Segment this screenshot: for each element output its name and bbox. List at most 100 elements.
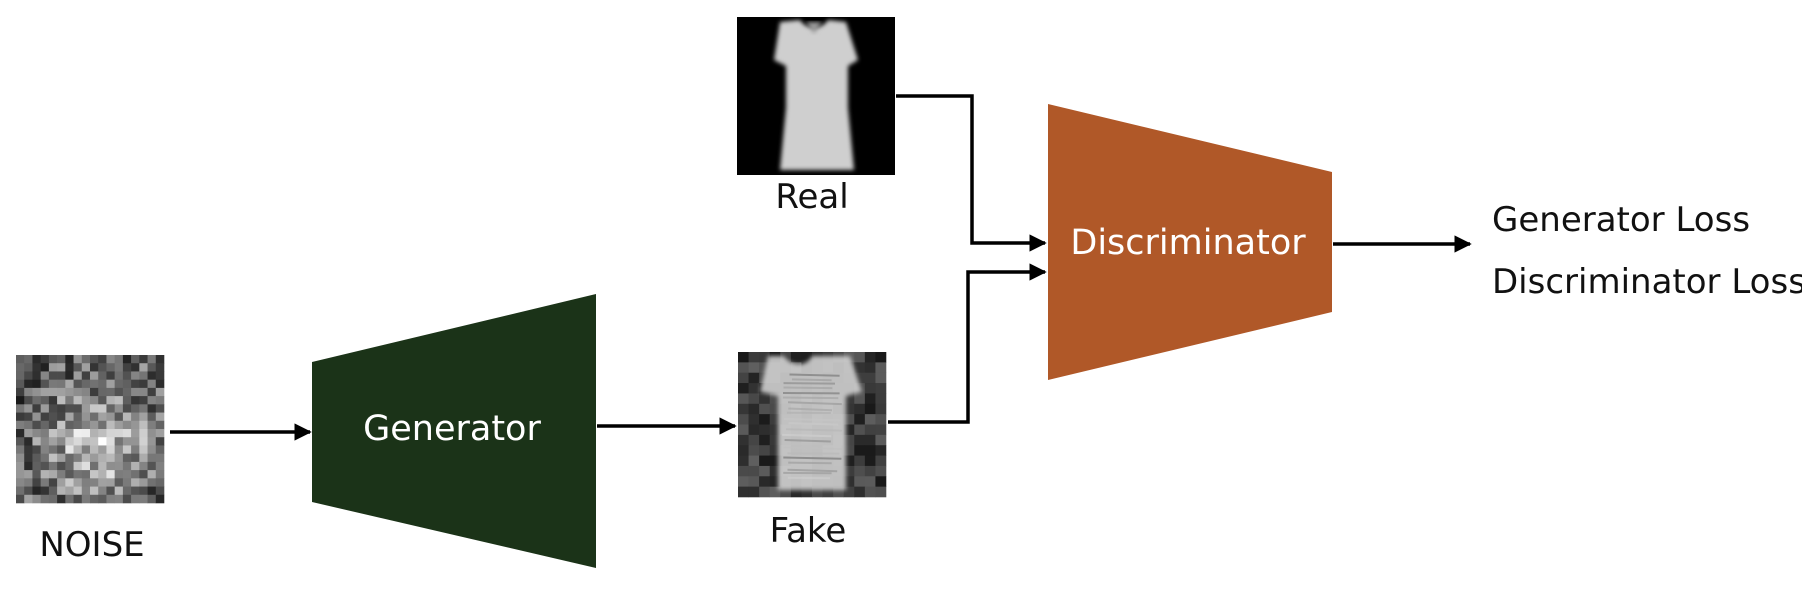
noise-pixel: [57, 388, 66, 397]
fake-pixel: [865, 393, 876, 404]
noise-pixel: [74, 404, 83, 413]
noise-pixel: [74, 462, 83, 471]
noise-pixel: [98, 487, 107, 496]
noise-pixel: [24, 454, 33, 463]
noise-pixel: [98, 470, 107, 479]
fake-pixel: [749, 404, 760, 415]
noise-pixel: [90, 495, 99, 504]
fake-pixel: [749, 393, 760, 404]
noise-pixel: [139, 445, 148, 454]
noise-pixel: [41, 421, 50, 430]
noise-pixel: [148, 363, 157, 372]
fake-pixel: [865, 435, 876, 446]
noise-pixel: [156, 421, 165, 430]
noise-pixel: [24, 421, 33, 430]
fake-pixel: [875, 362, 886, 373]
noise-pixel: [49, 445, 58, 454]
noise-pixel: [131, 437, 140, 446]
fake-pixel: [738, 404, 749, 415]
fake-pixel: [738, 373, 749, 384]
noise-pixel: [57, 363, 66, 372]
noise-pixel: [57, 429, 66, 438]
noise-pixel: [41, 355, 50, 364]
noise-pixel: [115, 363, 124, 372]
noise-pixel: [156, 380, 165, 389]
fake-streak: [792, 379, 832, 380]
fake-pixel: [865, 352, 876, 363]
noise-pixel: [41, 371, 50, 380]
noise-pixel: [115, 478, 124, 487]
noise-pixel: [82, 404, 91, 413]
noise-pixel: [131, 445, 140, 454]
noise-pixel: [156, 396, 165, 405]
noise-pixel: [131, 380, 140, 389]
noise-pixel: [115, 421, 124, 430]
fake-pixel: [854, 466, 865, 477]
noise-pixel: [57, 371, 66, 380]
noise-pixel: [115, 355, 124, 364]
noise-pixel: [49, 454, 58, 463]
noise-pixel: [123, 495, 132, 504]
noise-pixel: [57, 437, 66, 446]
noise-pixel: [98, 380, 107, 389]
noise-pixel: [156, 404, 165, 413]
noise-pixel: [139, 371, 148, 380]
noise-pixel: [74, 371, 83, 380]
noise-pixel: [115, 404, 124, 413]
noise-pixel: [57, 413, 66, 422]
noise-pixel: [32, 462, 41, 471]
noise-pixel: [24, 437, 33, 446]
noise-pixel: [24, 371, 33, 380]
fake-streak: [784, 419, 841, 420]
fake-pixel: [865, 476, 876, 487]
fake-pixel: [865, 414, 876, 425]
fake-pixel: [875, 373, 886, 384]
noise-pixel: [82, 454, 91, 463]
fake-pixel: [854, 352, 865, 363]
noise-pixel: [82, 462, 91, 471]
noise-pixel: [49, 363, 58, 372]
noise-pixel: [98, 445, 107, 454]
noise-pixel: [148, 437, 157, 446]
discriminator-label: Discriminator: [1070, 223, 1306, 263]
fake-pixel: [854, 445, 865, 456]
fake-pixel: [749, 476, 760, 487]
noise-pixel: [148, 487, 157, 496]
noise-pixel: [57, 462, 66, 471]
noise-pixel: [123, 478, 132, 487]
noise-pixel: [106, 396, 115, 405]
noise-pixel: [148, 429, 157, 438]
noise-pixel: [41, 454, 50, 463]
noise-pixel: [65, 396, 74, 405]
noise-pixel: [32, 413, 41, 422]
noise-pixel: [131, 454, 140, 463]
fake-pixel: [875, 456, 886, 467]
noise-pixel: [82, 388, 91, 397]
fake-pixel: [759, 414, 770, 425]
noise-pixel: [131, 363, 140, 372]
noise-pixel: [74, 413, 83, 422]
noise-pixel: [65, 355, 74, 364]
fake-pixel: [738, 445, 749, 456]
noise-pixel: [41, 462, 50, 471]
noise-pixel: [82, 445, 91, 454]
noise-pixel: [156, 445, 165, 454]
noise-pixel: [115, 470, 124, 479]
noise-pixel: [74, 396, 83, 405]
noise-image: [16, 355, 164, 503]
noise-pixel: [106, 413, 115, 422]
fake-pixel: [854, 476, 865, 487]
noise-pixel: [16, 413, 25, 422]
noise-pixel: [98, 462, 107, 471]
fake-pixel: [738, 352, 749, 363]
fake-pixel: [759, 456, 770, 467]
noise-pixel: [148, 380, 157, 389]
noise-pixel: [82, 413, 91, 422]
fake-streak: [784, 383, 836, 384]
fake-pixel: [875, 445, 886, 456]
noise-pixel: [32, 437, 41, 446]
noise-pixel: [49, 470, 58, 479]
fake-pixel: [875, 476, 886, 487]
noise-pixel: [74, 388, 83, 397]
noise-pixel: [156, 454, 165, 463]
